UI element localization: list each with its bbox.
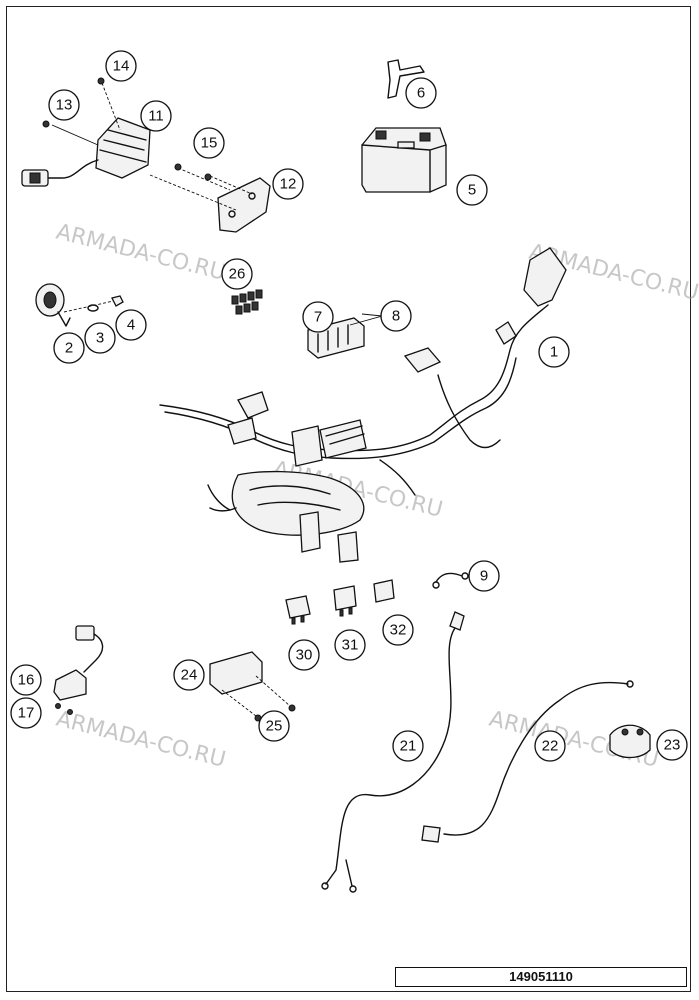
- callout-9: 9: [468, 560, 500, 592]
- relay-30-part: [285, 595, 311, 625]
- callout-12: 12: [272, 168, 304, 200]
- diagram-frame: [6, 6, 691, 992]
- callout-32-label: 32: [390, 622, 407, 639]
- callout-26: 26: [221, 258, 253, 290]
- callout-22: 22: [534, 730, 566, 762]
- cable-21-part: [321, 611, 465, 893]
- callout-24-label: 24: [181, 667, 198, 684]
- callout-13: 13: [48, 89, 80, 121]
- regulator-bracket-part: [149, 163, 271, 233]
- callout-8: 8: [380, 300, 412, 332]
- callout-14-label: 14: [113, 58, 130, 75]
- callout-31: 31: [334, 629, 366, 661]
- callout-4-label: 4: [127, 317, 135, 334]
- callout-21-label: 21: [400, 738, 417, 755]
- callout-6-label: 6: [417, 85, 425, 102]
- starter-relay-part: [609, 724, 651, 759]
- callout-5-label: 5: [468, 182, 476, 199]
- battery-clip-part: [387, 59, 425, 99]
- watermark: ARMADA-CO.RU: [54, 220, 228, 286]
- callout-15-label: 15: [201, 135, 218, 152]
- callout-5: 5: [456, 174, 488, 206]
- callout-23: 23: [656, 729, 688, 761]
- callout-13-label: 13: [56, 97, 73, 114]
- callout-31-label: 31: [342, 637, 359, 654]
- callout-21: 21: [392, 730, 424, 762]
- callout-16-label: 16: [18, 672, 35, 689]
- callout-16: 16: [10, 664, 42, 696]
- callout-8-label: 8: [392, 308, 400, 325]
- watermark: ARMADA-CO.RU: [54, 707, 228, 773]
- callout-22-label: 22: [542, 738, 559, 755]
- callout-17: 17: [10, 697, 42, 729]
- callout-30: 30: [288, 639, 320, 671]
- sensor-part: [53, 625, 104, 715]
- callout-3-label: 3: [96, 330, 104, 347]
- horn-part: [35, 283, 124, 327]
- relay-32-part: [373, 579, 395, 603]
- callout-12-label: 12: [280, 176, 297, 193]
- callout-4: 4: [115, 309, 147, 341]
- callout-14: 14: [105, 50, 137, 82]
- main-wiring-harness-part: [159, 247, 567, 563]
- callout-7-label: 7: [314, 309, 322, 326]
- callout-2: 2: [53, 332, 85, 364]
- voltage-regulator-part: [21, 77, 151, 187]
- callout-26-label: 26: [229, 266, 246, 283]
- callout-7: 7: [302, 301, 334, 333]
- callout-11-label: 11: [148, 108, 164, 125]
- callout-30-label: 30: [296, 647, 313, 664]
- fuse-set-part: [231, 289, 263, 315]
- callout-3: 3: [84, 322, 116, 354]
- callout-24: 24: [173, 659, 205, 691]
- battery-part: [361, 127, 447, 193]
- callout-9-label: 9: [480, 568, 488, 585]
- callout-1: 1: [538, 336, 570, 368]
- document-number: 149051110: [395, 967, 687, 987]
- cable-22-part: [421, 680, 634, 843]
- callout-15: 15: [193, 127, 225, 159]
- callout-25: 25: [258, 710, 290, 742]
- callout-17-label: 17: [18, 705, 35, 722]
- callout-23-label: 23: [664, 737, 681, 754]
- ground-cable-part: [432, 572, 469, 589]
- callout-6: 6: [405, 77, 437, 109]
- callout-25-label: 25: [266, 718, 283, 735]
- callout-1-label: 1: [550, 344, 558, 361]
- relay-31-part: [333, 585, 357, 617]
- callout-32: 32: [382, 614, 414, 646]
- callout-2-label: 2: [65, 340, 73, 357]
- control-unit-part: [209, 651, 296, 722]
- callout-11: 11: [140, 100, 172, 132]
